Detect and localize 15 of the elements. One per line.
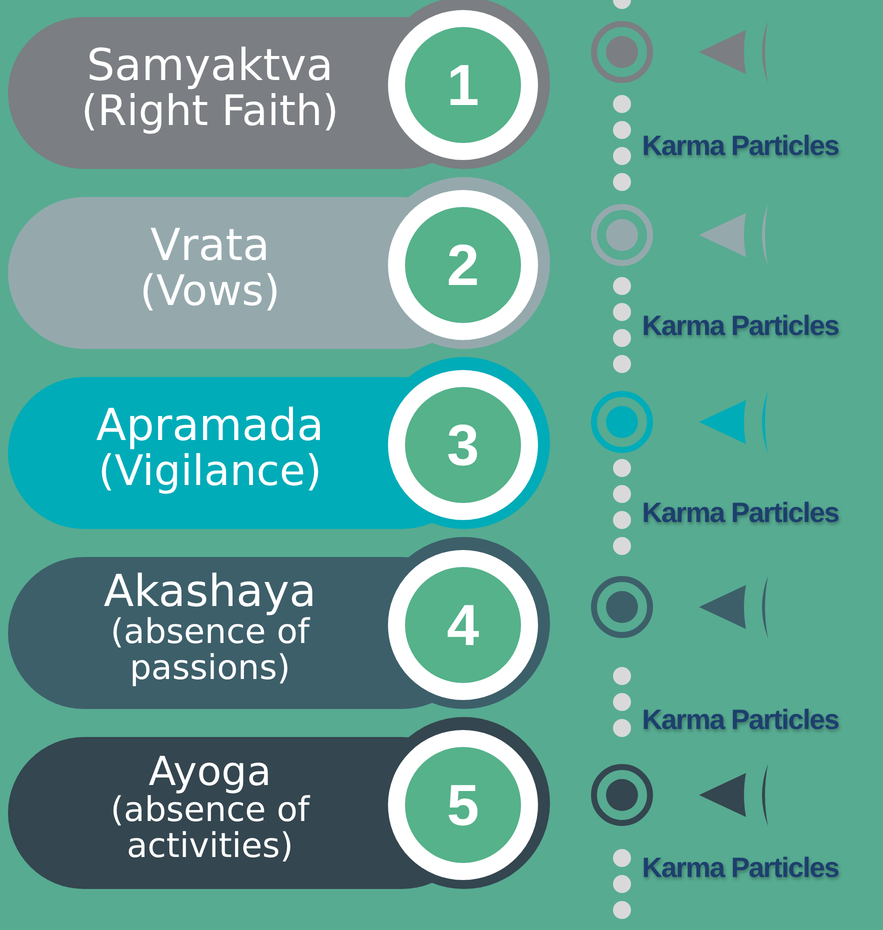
karma-label: Karma Particles xyxy=(642,497,839,529)
step-title: Ayoga xyxy=(148,751,272,794)
step-title: Samyaktva xyxy=(86,42,334,90)
step-title: Akashaya xyxy=(104,569,316,616)
step-subtitle: (Vigilance) xyxy=(98,449,322,494)
step-subtitle: (Vows) xyxy=(140,269,280,314)
step-subtitle: (Right Faith) xyxy=(81,89,339,134)
step-subtitle: (absence of passions) xyxy=(110,615,310,687)
step-title: Apramada xyxy=(96,402,324,450)
karma-label: Karma Particles xyxy=(642,310,839,342)
karma-label: Karma Particles xyxy=(642,852,839,884)
step-title: Vrata xyxy=(150,222,270,270)
karma-label: Karma Particles xyxy=(642,704,839,736)
karma-label: Karma Particles xyxy=(642,130,839,162)
step-subtitle: (absence of activities) xyxy=(109,793,312,865)
